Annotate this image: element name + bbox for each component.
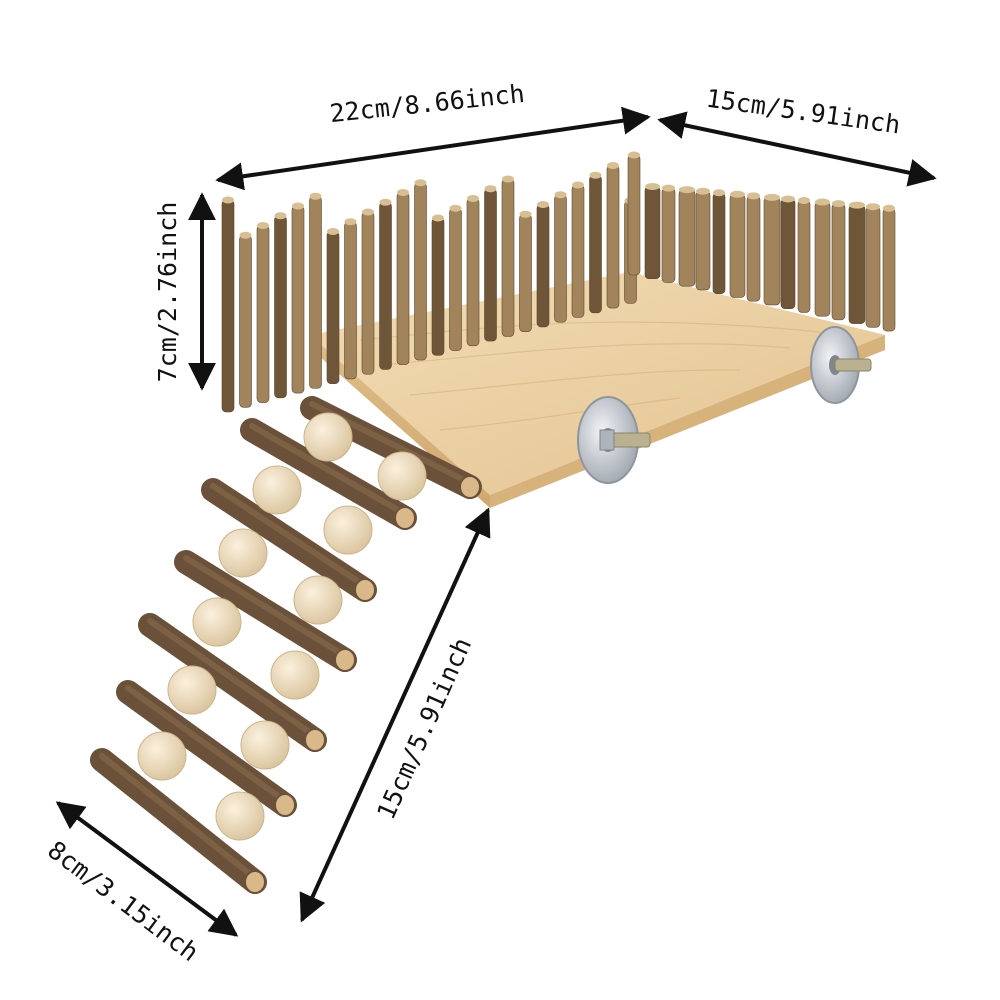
fence-stick (695, 187, 711, 291)
fence-stick (746, 192, 761, 302)
ladder-bead (303, 412, 353, 462)
label-platform-depth: 15cm/5.91inch (704, 84, 902, 140)
fence-stick (554, 191, 567, 323)
arrow-ladder-width (55, 801, 239, 937)
fence-stick (848, 201, 866, 324)
fence-stick (780, 195, 796, 309)
label-platform-width: 22cm/8.66inch (328, 79, 526, 128)
ladder-bead (137, 731, 187, 781)
ladder-bead (167, 665, 217, 715)
fence-stick (712, 189, 726, 294)
fence-stick (589, 171, 602, 314)
ladder-bead (323, 505, 373, 555)
fence-left-sticks (221, 162, 637, 413)
fence-stick (326, 228, 340, 384)
fence-stick (431, 214, 445, 356)
fence-stick (379, 198, 392, 370)
ladder-rung (116, 680, 297, 817)
fence-stick (661, 184, 676, 283)
ladder-bead (240, 720, 290, 770)
label-fence-height: 7cm/2.76inch (153, 202, 182, 383)
bolt-washer-back (810, 326, 872, 404)
fence-stick (536, 201, 550, 328)
arrow-platform-depth (657, 111, 937, 187)
ladder-bead (293, 575, 343, 625)
fence-stick (763, 193, 781, 306)
arrow-ladder-length (299, 507, 491, 923)
fence-stick (466, 195, 480, 347)
fence-stick (814, 198, 831, 317)
bolt-washer-front (577, 396, 651, 484)
fence-stick (414, 179, 427, 361)
fence-stick (484, 185, 497, 342)
fence-stick (519, 210, 532, 332)
fence-stick (678, 186, 696, 287)
fence-stick (309, 192, 322, 389)
arrow-platform-width (215, 106, 651, 191)
ladder-bead (377, 451, 427, 501)
fence-stick (221, 196, 235, 413)
fence-stick (606, 162, 620, 309)
fence-stick (344, 218, 357, 380)
ladder-bead (270, 650, 320, 700)
fence-stick (361, 208, 375, 375)
fence-stick (627, 151, 641, 276)
fence-right-sticks (627, 151, 896, 332)
fence-stick (501, 175, 515, 337)
label-ladder-width: 8cm/3.15inch (42, 835, 204, 967)
fence-stick (449, 204, 462, 351)
fence-stick (256, 222, 270, 403)
ladder-bead (252, 465, 302, 515)
fence-stick (729, 190, 746, 298)
fence-stick (644, 183, 661, 280)
dimension-arrows (55, 106, 937, 937)
fence-stick (797, 197, 811, 313)
ladder-bead (218, 528, 268, 578)
fence-stick (865, 203, 881, 328)
fence-stick (571, 181, 585, 318)
fence-stick (291, 202, 305, 394)
fence-stick (396, 189, 410, 366)
fence-stick (882, 204, 896, 332)
fence-stick (239, 231, 252, 408)
ladder-bead (215, 791, 265, 841)
fence-stick (831, 200, 846, 321)
ladder-bead (192, 597, 242, 647)
fence-stick (274, 212, 287, 399)
